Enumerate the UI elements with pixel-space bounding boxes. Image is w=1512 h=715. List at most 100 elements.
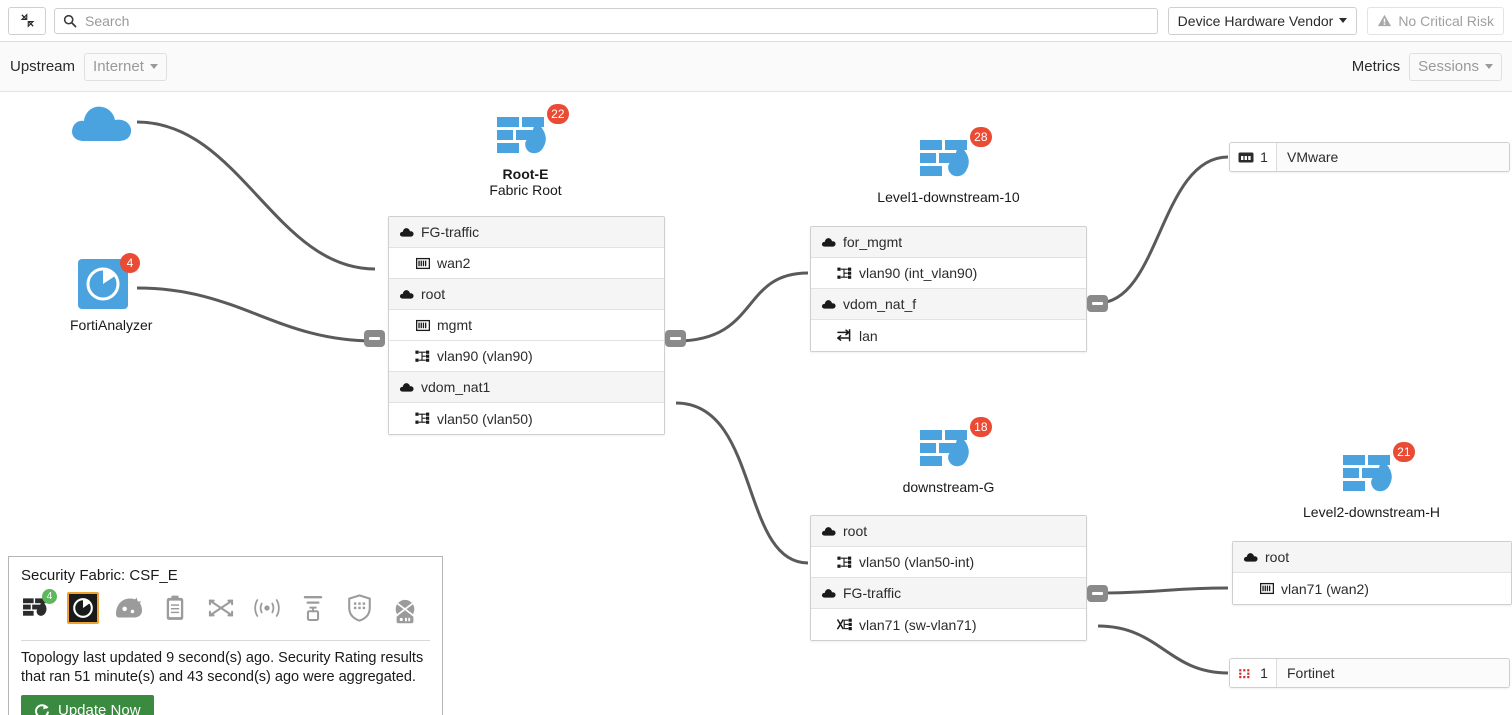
interface-label: lan (859, 327, 878, 344)
vdom-label: FG-traffic (421, 224, 480, 240)
node-level2-downstream-h[interactable]: 21 Level2-downstream-H (1303, 442, 1440, 520)
fortianalyzer-icon[interactable] (67, 592, 99, 624)
interface-row[interactable]: wan2 (389, 248, 664, 279)
legend-title: Security Fabric: CSF_E (21, 567, 178, 584)
vdom-row[interactable]: for_mgmt (811, 227, 1086, 258)
node-internet[interactable] (68, 101, 138, 148)
interface-row[interactable]: vlan90 (vlan90) (389, 341, 664, 372)
downstream-g-label: downstream-G (902, 479, 995, 495)
endpoint-fortinet[interactable]: 1 Fortinet (1229, 658, 1510, 688)
node-level1-downstream-10[interactable]: 28 Level1-downstream-10 (877, 127, 1020, 205)
collapse-arrows-icon[interactable] (8, 6, 46, 35)
vdom-row[interactable]: root (1233, 542, 1511, 573)
fortigate-legend-badge: 4 (42, 589, 57, 604)
metrics-label: Metrics (1351, 58, 1401, 75)
interface-row[interactable]: vlan50 (vlan50) (389, 403, 664, 434)
root-e-subtitle: Fabric Root (489, 182, 562, 198)
fortisandbox-icon[interactable] (113, 592, 145, 624)
interface-row[interactable]: vlan71 (wan2) (1233, 573, 1511, 604)
critical-risk-indicator[interactable]: No Critical Risk (1367, 6, 1504, 35)
root-e-badge: 22 (547, 104, 569, 124)
update-now-label: Update Now (58, 702, 141, 715)
cloud-icon (820, 297, 837, 312)
vdom-label: root (1265, 549, 1290, 565)
interface-label: mgmt (437, 317, 472, 333)
fortiswitch-icon[interactable] (205, 592, 237, 624)
cloud-icon (398, 225, 415, 240)
endpoint-vmware[interactable]: 1 VMware (1229, 142, 1510, 172)
fortimail-icon[interactable] (389, 596, 421, 628)
panel-root-e[interactable]: FG-traffic wan2 root mgmt vlan90 (vlan90) vdo… (388, 216, 665, 435)
search-icon (63, 14, 77, 27)
fortigate-icon[interactable]: 4 (21, 589, 57, 624)
vdom-row[interactable]: vdom_nat_f (811, 289, 1086, 320)
level1-label: Level1-downstream-10 (877, 189, 1020, 205)
panel-level2-downstream-h[interactable]: root vlan71 (wan2) (1232, 541, 1512, 605)
metrics-select[interactable]: Sessions (1409, 52, 1502, 81)
vlan-icon (414, 411, 431, 426)
search-box[interactable] (54, 7, 1158, 34)
panel-downstream-g[interactable]: root vlan50 (vlan50-int) FG-traffic vlan71 … (810, 515, 1087, 641)
upstream-select[interactable]: Internet (84, 52, 167, 81)
topology-canvas[interactable]: 4 FortiAnalyzer 22 Root-E Fabric Root FG… (0, 93, 1512, 715)
vdom-label: root (421, 286, 446, 302)
collapse-toggle-downstream-g-right[interactable] (1087, 585, 1108, 602)
search-input[interactable] (83, 11, 1149, 30)
vdom-row[interactable]: FG-traffic (389, 217, 664, 248)
vlan-icon (836, 555, 853, 570)
vmware-count-cell: 1 (1230, 143, 1277, 171)
chevron-down-icon (1339, 18, 1348, 23)
vdom-row[interactable]: FG-traffic (811, 578, 1086, 609)
vdom-label: root (843, 523, 868, 539)
interface-row[interactable]: vlan90 (int_vlan90) (811, 258, 1086, 289)
vdom-label: for_mgmt (843, 234, 903, 250)
vlan-icon (836, 266, 853, 281)
interface-label: vlan50 (vlan50-int) (859, 554, 975, 570)
root-e-label: Root-E (502, 166, 549, 182)
topology-links (136, 120, 1229, 675)
vdom-label: FG-traffic (843, 585, 902, 601)
interface-row[interactable]: vlan50 (vlan50-int) (811, 547, 1086, 578)
cloud-icon (398, 380, 415, 395)
fortiguard-shield-icon[interactable] (343, 592, 375, 624)
vdom-label: vdom_nat1 (421, 379, 491, 395)
vdom-label: vdom_nat_f (843, 296, 917, 312)
cloud-icon (820, 524, 837, 539)
node-root-e[interactable]: 22 Root-E Fabric Root (463, 104, 588, 198)
node-downstream-g[interactable]: 18 downstream-G (886, 417, 1011, 495)
critical-risk-label: No Critical Risk (1398, 12, 1494, 29)
interface-label: vlan50 (vlan50) (437, 410, 533, 427)
refresh-icon (35, 703, 49, 715)
fortimanager-icon[interactable] (159, 592, 191, 624)
downstream-g-badge: 18 (970, 417, 992, 437)
port-icon (414, 256, 431, 271)
device-hardware-vendor-filter[interactable]: Device Hardware Vendor (1167, 6, 1358, 35)
warning-triangle-icon (1378, 14, 1392, 27)
node-fortianalyzer[interactable]: 4 FortiAnalyzer (70, 253, 152, 333)
vdom-row[interactable]: root (811, 516, 1086, 547)
fortiextender-icon[interactable] (297, 592, 329, 624)
fortigate-device-icon: 22 (495, 104, 569, 164)
cloud-icon (820, 586, 837, 601)
vdom-row[interactable]: root (389, 279, 664, 310)
vmware-name: VMware (1277, 143, 1509, 171)
upstream-value: Internet (93, 58, 144, 75)
collapse-toggle-root-e-left[interactable] (364, 330, 385, 347)
fortigate-device-icon: 28 (918, 127, 992, 187)
security-fabric-legend: Security Fabric: CSF_E 4 (8, 556, 443, 715)
fortiap-icon[interactable] (251, 592, 283, 624)
interface-row[interactable]: mgmt (389, 310, 664, 341)
vmware-count: 1 (1260, 149, 1268, 165)
vdom-row[interactable]: vdom_nat1 (389, 372, 664, 403)
fortianalyzer-badge: 4 (120, 253, 140, 273)
collapse-toggle-level1-right[interactable] (1087, 295, 1108, 312)
interface-row[interactable]: vlan71 (sw-vlan71) (811, 609, 1086, 640)
update-now-button[interactable]: Update Now (21, 695, 154, 715)
fortianalyzer-device-icon: 4 (72, 253, 140, 313)
fortinet-count-cell: 1 (1230, 659, 1277, 687)
vlan-icon (414, 349, 431, 364)
cloud-icon (398, 287, 415, 302)
interface-row[interactable]: lan (811, 320, 1086, 351)
collapse-toggle-root-e-right[interactable] (665, 330, 686, 347)
